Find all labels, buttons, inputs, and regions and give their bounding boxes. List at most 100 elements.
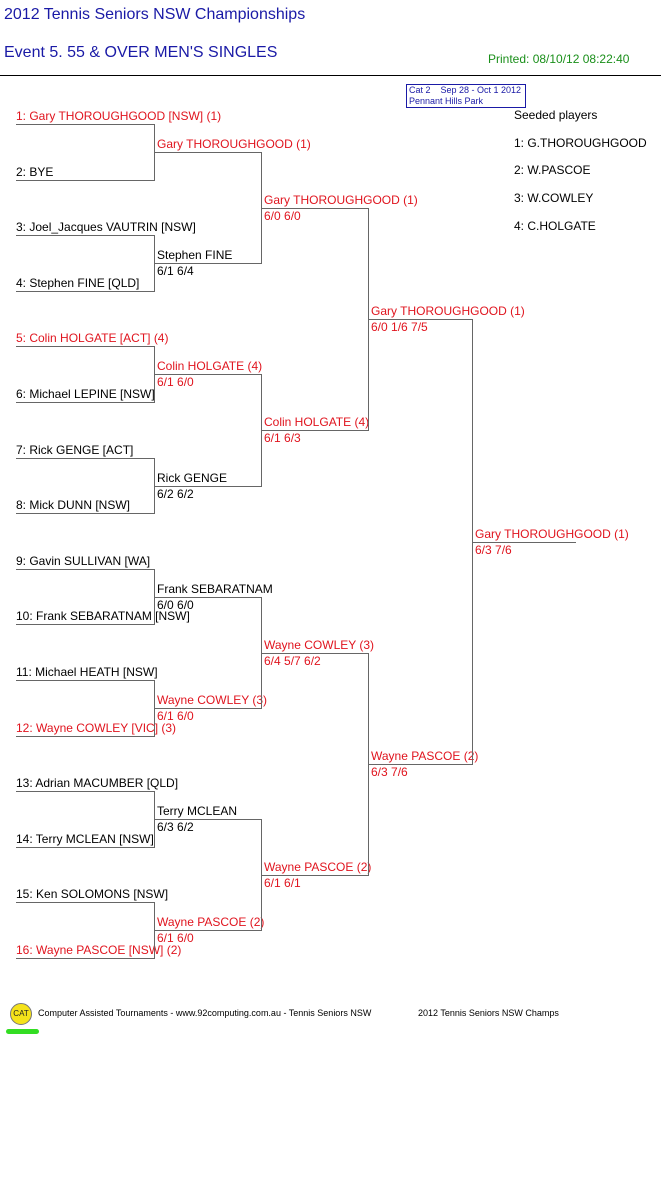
bracket-line (262, 208, 369, 209)
bracket-connector (261, 152, 262, 263)
info-category-dates: Cat 2 Sep 28 - Oct 1 2012 (409, 85, 522, 95)
match-winner: Gary THOROUGHGOOD (1) (264, 193, 418, 207)
footer-event: 2012 Tennis Seniors NSW Champs (418, 1008, 559, 1018)
match-score: 6/0 1/6 7/5 (371, 320, 428, 334)
page-title: 2012 Tennis Seniors NSW Championships (4, 6, 306, 23)
match-score: 6/1 6/0 (157, 709, 194, 723)
match-winner: Colin HOLGATE (4) (264, 415, 370, 429)
bracket-line (262, 875, 369, 876)
match-score: 6/1 6/3 (264, 431, 301, 445)
match-score: 6/1 6/0 (157, 375, 194, 389)
bracket-line (16, 513, 155, 514)
cat-logo: CAT (10, 1003, 32, 1025)
match-score: 6/0 6/0 (157, 598, 194, 612)
bracket-line (155, 152, 262, 153)
match-winner: Stephen FINE (157, 248, 233, 262)
bracket-line (16, 791, 155, 792)
info-venue: Pennant Hills Park (409, 96, 484, 106)
seed-item: 3: W.COWLEY (514, 191, 594, 205)
final-score: 6/3 7/6 (475, 543, 512, 557)
match-score: 6/3 6/2 (157, 820, 194, 834)
seed-item: 4: C.HOLGATE (514, 219, 596, 233)
printed-timestamp: Printed: 08/10/12 08:22:40 (488, 52, 630, 66)
player-entry: 8: Mick DUNN [NSW] (16, 498, 130, 512)
bracket-line (262, 653, 369, 654)
bracket-line (155, 930, 262, 931)
match-winner: Terry MCLEAN (157, 804, 238, 818)
player-entry: 6: Michael LEPINE [NSW] (16, 387, 155, 401)
bracket-connector (154, 124, 155, 180)
match-winner: Gary THOROUGHGOOD (1) (371, 304, 525, 318)
bracket-line (155, 374, 262, 375)
match-winner: Colin HOLGATE (4) (157, 359, 263, 373)
player-entry: 3: Joel_Jacques VAUTRIN [NSW] (16, 220, 196, 234)
bracket-connector (368, 208, 369, 430)
tournament-info-box: Cat 2 Sep 28 - Oct 1 2012 Pennant Hills … (406, 84, 526, 108)
match-score: 6/2 6/2 (157, 487, 194, 501)
player-entry: 5: Colin HOLGATE [ACT] (4) (16, 331, 169, 345)
event-title: Event 5. 55 & OVER MEN'S SINGLES (4, 44, 278, 61)
match-score: 6/1 6/0 (157, 931, 194, 945)
player-entry: 15: Ken SOLOMONS [NSW] (16, 887, 169, 901)
bracket-line (16, 958, 155, 959)
bracket-line (369, 764, 473, 765)
match-winner: Gary THOROUGHGOOD (1) (157, 137, 311, 151)
bracket-line (16, 680, 155, 681)
bracket-line (16, 569, 155, 570)
bracket-line (16, 180, 155, 181)
bracket-line (16, 624, 155, 625)
bracket-line (369, 319, 473, 320)
bracket-line (16, 458, 155, 459)
bracket-line (155, 597, 262, 598)
bracket-connector (154, 458, 155, 513)
player-entry: 9: Gavin SULLIVAN [WA] (16, 554, 151, 568)
player-entry: 7: Rick GENGE [ACT] (16, 443, 134, 457)
seed-item: 2: W.PASCOE (514, 163, 591, 177)
bracket-line (155, 819, 262, 820)
bracket-connector (261, 374, 262, 486)
match-winner: Wayne PASCOE (2) (264, 860, 372, 874)
bracket-connector (154, 346, 155, 402)
header-divider (0, 75, 661, 76)
bracket-line (16, 847, 155, 848)
bracket-line (16, 124, 155, 125)
bracket-line (16, 402, 155, 403)
bracket-line (16, 346, 155, 347)
bracket-line (155, 708, 262, 709)
seed-item: 1: G.THOROUGHGOOD (514, 136, 647, 150)
player-entry: 2: BYE (16, 165, 54, 179)
player-entry: 12: Wayne COWLEY [VIC] (3) (16, 721, 177, 735)
bracket-connector (154, 902, 155, 958)
match-score: 6/1 6/1 (264, 876, 301, 890)
bracket-connector (368, 653, 369, 875)
bracket-line (16, 291, 155, 292)
match-score: 6/3 7/6 (371, 765, 408, 779)
match-winner: Wayne PASCOE (2) (157, 915, 265, 929)
player-entry: 4: Stephen FINE [QLD] (16, 276, 140, 290)
match-winner: Wayne PASCOE (2) (371, 749, 479, 763)
bracket-line (155, 263, 262, 264)
player-entry: 16: Wayne PASCOE [NSW] (2) (16, 943, 182, 957)
player-entry: 13: Adrian MACUMBER [QLD] (16, 776, 179, 790)
player-entry: 10: Frank SEBARATNAM [NSW] (16, 609, 190, 623)
match-winner: Frank SEBARATNAM (157, 582, 273, 596)
player-entry: 14: Terry MCLEAN [NSW] (16, 832, 154, 846)
match-score: 6/1 6/4 (157, 264, 194, 278)
bracket-connector (261, 819, 262, 930)
match-winner: Rick GENGE (157, 471, 228, 485)
footer-credit: Computer Assisted Tournaments - www.92co… (38, 1008, 372, 1018)
seeded-players-title: Seeded players (514, 108, 598, 122)
bracket-line (473, 542, 576, 543)
bracket-connector (154, 791, 155, 847)
bracket-line (16, 902, 155, 903)
bracket-connector (472, 319, 473, 764)
player-entry: 1: Gary THOROUGHGOOD [NSW] (1) (16, 109, 222, 123)
match-winner: Wayne COWLEY (3) (157, 693, 268, 707)
match-winner: Wayne COWLEY (3) (264, 638, 375, 652)
bracket-line (16, 736, 155, 737)
champion-name: Gary THOROUGHGOOD (1) (475, 527, 629, 541)
bracket-connector (154, 569, 155, 624)
bracket-connector (154, 235, 155, 291)
bracket-line (155, 486, 262, 487)
logo-underline (6, 1029, 39, 1034)
